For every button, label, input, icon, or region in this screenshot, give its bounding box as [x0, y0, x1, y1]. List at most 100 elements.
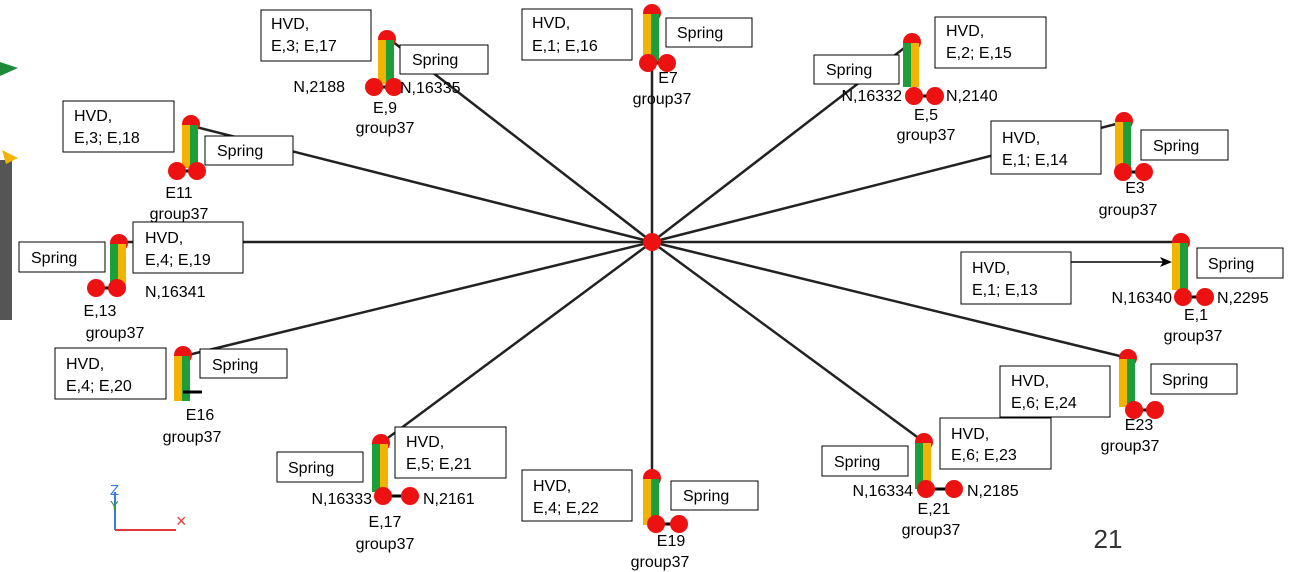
spokes: [120, 14, 1182, 478]
hub-node: [643, 233, 661, 251]
spring-green: [1180, 243, 1188, 290]
page-number: 21: [1094, 524, 1123, 554]
element-label: E,21: [918, 501, 951, 518]
element-label: E,13: [84, 303, 117, 320]
spring-box: [813, 54, 900, 85]
node-left-label: N,2188: [293, 79, 345, 96]
spring-green: [915, 443, 923, 489]
hvd-box: [54, 347, 167, 400]
hvd-label-1: HVD,: [946, 23, 984, 40]
assembly-e16: HVD, E,4; E,20 Spring E16 group37: [54, 346, 288, 446]
spring-box: [399, 44, 489, 75]
hvd-label-2: E,6; E,23: [951, 447, 1017, 464]
hvd-box: [939, 417, 1052, 470]
left-edge-fragment: [0, 62, 18, 320]
node-right: [670, 515, 688, 533]
spring-green: [372, 444, 380, 492]
node-right: [385, 78, 403, 96]
node-right-label: N,2161: [423, 491, 475, 508]
hvd-label-2: E,3; E,17: [271, 38, 337, 55]
hvd-label-1: HVD,: [406, 434, 444, 451]
hvd-box: [62, 100, 175, 153]
hvd-label-2: E,4; E,22: [533, 500, 599, 517]
spoke-e23: [651, 240, 1129, 360]
group-label: group37: [163, 429, 222, 446]
spring-box: [199, 348, 288, 379]
hvd-box: [960, 251, 1072, 305]
element-label: E7: [658, 70, 678, 87]
spring-box: [665, 17, 753, 48]
hvd-box: [521, 469, 633, 522]
hvd-box: [521, 8, 633, 61]
element-label: E,5: [914, 107, 938, 124]
assembly-e1: HVD, E,1; E,13 Spring N,16340 N,2295 E,1…: [960, 233, 1284, 345]
hvd-label-2: E,1; E,14: [1002, 152, 1068, 169]
spring-yellow: [923, 443, 931, 489]
assembly-e13: HVD, E,4; E,19 Spring N,16341 E,13 group…: [18, 221, 244, 342]
assembly-e5: HVD, E,2; E,15 Spring N,16332 N,2140 E,5…: [813, 16, 1047, 144]
group-label: group37: [1101, 438, 1160, 455]
element-label: E19: [657, 533, 686, 550]
node-right-label: N,16335: [400, 80, 461, 97]
element-label: E,17: [369, 514, 402, 531]
spring-label: Spring: [412, 52, 458, 69]
hvd-label-1: HVD,: [1002, 130, 1040, 147]
spring-box: [670, 480, 759, 511]
node-left: [168, 162, 186, 180]
node-right: [108, 279, 126, 297]
spring-yellow: [911, 43, 919, 87]
hvd-box: [999, 365, 1111, 418]
node-left-label: N,16340: [1112, 290, 1173, 307]
group-label: group37: [356, 536, 415, 553]
assembly-e11: HVD, E,3; E,18 Spring E11 group37: [62, 100, 294, 223]
hvd-box: [260, 9, 372, 62]
hvd-label-1: HVD,: [972, 260, 1010, 277]
arrow-head: [1160, 257, 1172, 267]
node-right: [926, 87, 944, 105]
spring-label: Spring: [826, 62, 872, 79]
x-axis-marker: ×: [176, 511, 187, 531]
assembly-e3: HVD, E,1; E,14 Spring E3 group37: [990, 112, 1229, 219]
node-right: [945, 480, 963, 498]
hvd-label-1: HVD,: [1011, 373, 1049, 390]
spring-box: [1140, 129, 1229, 161]
node-right-label: N,16341: [145, 284, 206, 301]
y-axis-label: Y: [110, 498, 119, 513]
node-right: [188, 162, 206, 180]
node-left: [639, 54, 657, 72]
hvd-label-2: E,4; E,20: [66, 378, 132, 395]
spring-box: [204, 135, 294, 166]
spring-label: Spring: [677, 25, 723, 42]
hvd-label-1: HVD,: [951, 426, 989, 443]
group-label: group37: [1099, 202, 1158, 219]
node-left: [365, 78, 383, 96]
hvd-label-1: HVD,: [271, 16, 309, 33]
spring-box: [18, 241, 106, 273]
group-label: group37: [1164, 328, 1223, 345]
element-label: E16: [186, 407, 215, 424]
spring-yellow: [380, 444, 388, 492]
element-label: E3: [1125, 180, 1145, 197]
hvd-label-2: E,5; E,21: [406, 456, 472, 473]
assembly-e19: HVD, E,4; E,22 Spring E19 group37: [521, 469, 759, 571]
element-label: E23: [1125, 417, 1154, 434]
spring-yellow: [643, 479, 651, 525]
node-right: [1196, 288, 1214, 306]
spring-label: Spring: [288, 460, 334, 477]
hvd-label-2: E,1; E,13: [972, 282, 1038, 299]
spring-yellow: [118, 244, 126, 288]
hvd-box: [934, 16, 1047, 69]
spring-green: [182, 356, 190, 401]
node-left-label: N,16333: [312, 491, 373, 508]
group-label: group37: [633, 91, 692, 108]
node-left: [647, 515, 665, 533]
hvd-label-1: HVD,: [66, 356, 104, 373]
node-left: [917, 480, 935, 498]
spring-label: Spring: [31, 250, 77, 267]
hvd-box: [394, 426, 507, 479]
spoke-e16: [183, 240, 653, 358]
z-axis-label: Z: [110, 482, 119, 499]
spring-yellow: [1115, 122, 1123, 168]
node-left: [1114, 163, 1132, 181]
group-label: group37: [150, 206, 209, 223]
